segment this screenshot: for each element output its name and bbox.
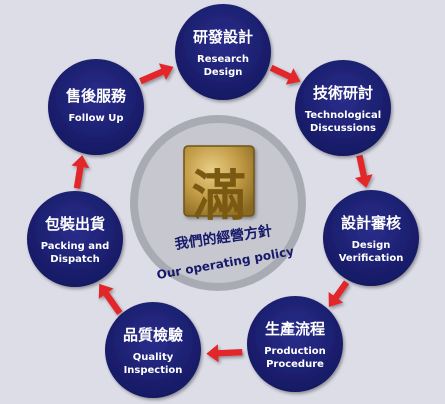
node-english-label-1: Technological <box>305 110 381 121</box>
node-circle <box>247 296 343 392</box>
node-follow-up: 售後服務 Follow Up <box>48 59 144 155</box>
node-english-label-1: Design <box>352 240 391 251</box>
node-chinese-label: 設計審核 <box>341 214 401 232</box>
flow-arrow <box>355 154 373 188</box>
node-circle <box>175 4 271 100</box>
node-english-label-1: Production <box>264 346 326 357</box>
node-circle <box>48 59 144 155</box>
gold-seal-emblem <box>183 145 255 217</box>
node-circle <box>295 60 391 156</box>
node-english-label-1: Quality <box>133 352 174 363</box>
node-english-label-1: Research <box>197 54 249 65</box>
node-english-label-2: Verification <box>339 253 404 264</box>
node-english-label-1: Follow Up <box>68 113 123 124</box>
node-english-label-2: Design <box>204 67 243 78</box>
flow-arrow <box>269 64 301 85</box>
node-english-label-1: Packing and <box>41 241 110 252</box>
flow-arrows <box>71 63 373 363</box>
flow-arrow <box>328 280 350 307</box>
node-english-label-2: Inspection <box>124 365 183 376</box>
node-chinese-label: 研發設計 <box>193 28 253 46</box>
flow-arrow <box>98 283 123 315</box>
node-english-label-2: Dispatch <box>50 254 99 265</box>
node-chinese-label: 技術研討 <box>313 84 373 102</box>
flow-arrow <box>206 344 243 363</box>
node-english-label-2: Discussions <box>310 123 376 134</box>
flow-arrow <box>71 155 90 189</box>
node-chinese-label: 售後服務 <box>66 87 127 105</box>
node-chinese-label: 包裝出貨 <box>45 215 105 233</box>
node-chinese-label: 品質檢驗 <box>123 326 183 344</box>
flow-arrow <box>139 63 174 85</box>
center-main-char: 滿 <box>192 165 246 228</box>
node-circle <box>323 190 419 286</box>
center-emblem: 滿 我們的經營方針 Our operating policy <box>130 115 306 291</box>
node-chinese-label: 生產流程 <box>265 320 325 338</box>
node-english-label-2: Procedure <box>266 359 324 370</box>
node-circle <box>105 302 201 398</box>
node-circle <box>27 191 123 287</box>
